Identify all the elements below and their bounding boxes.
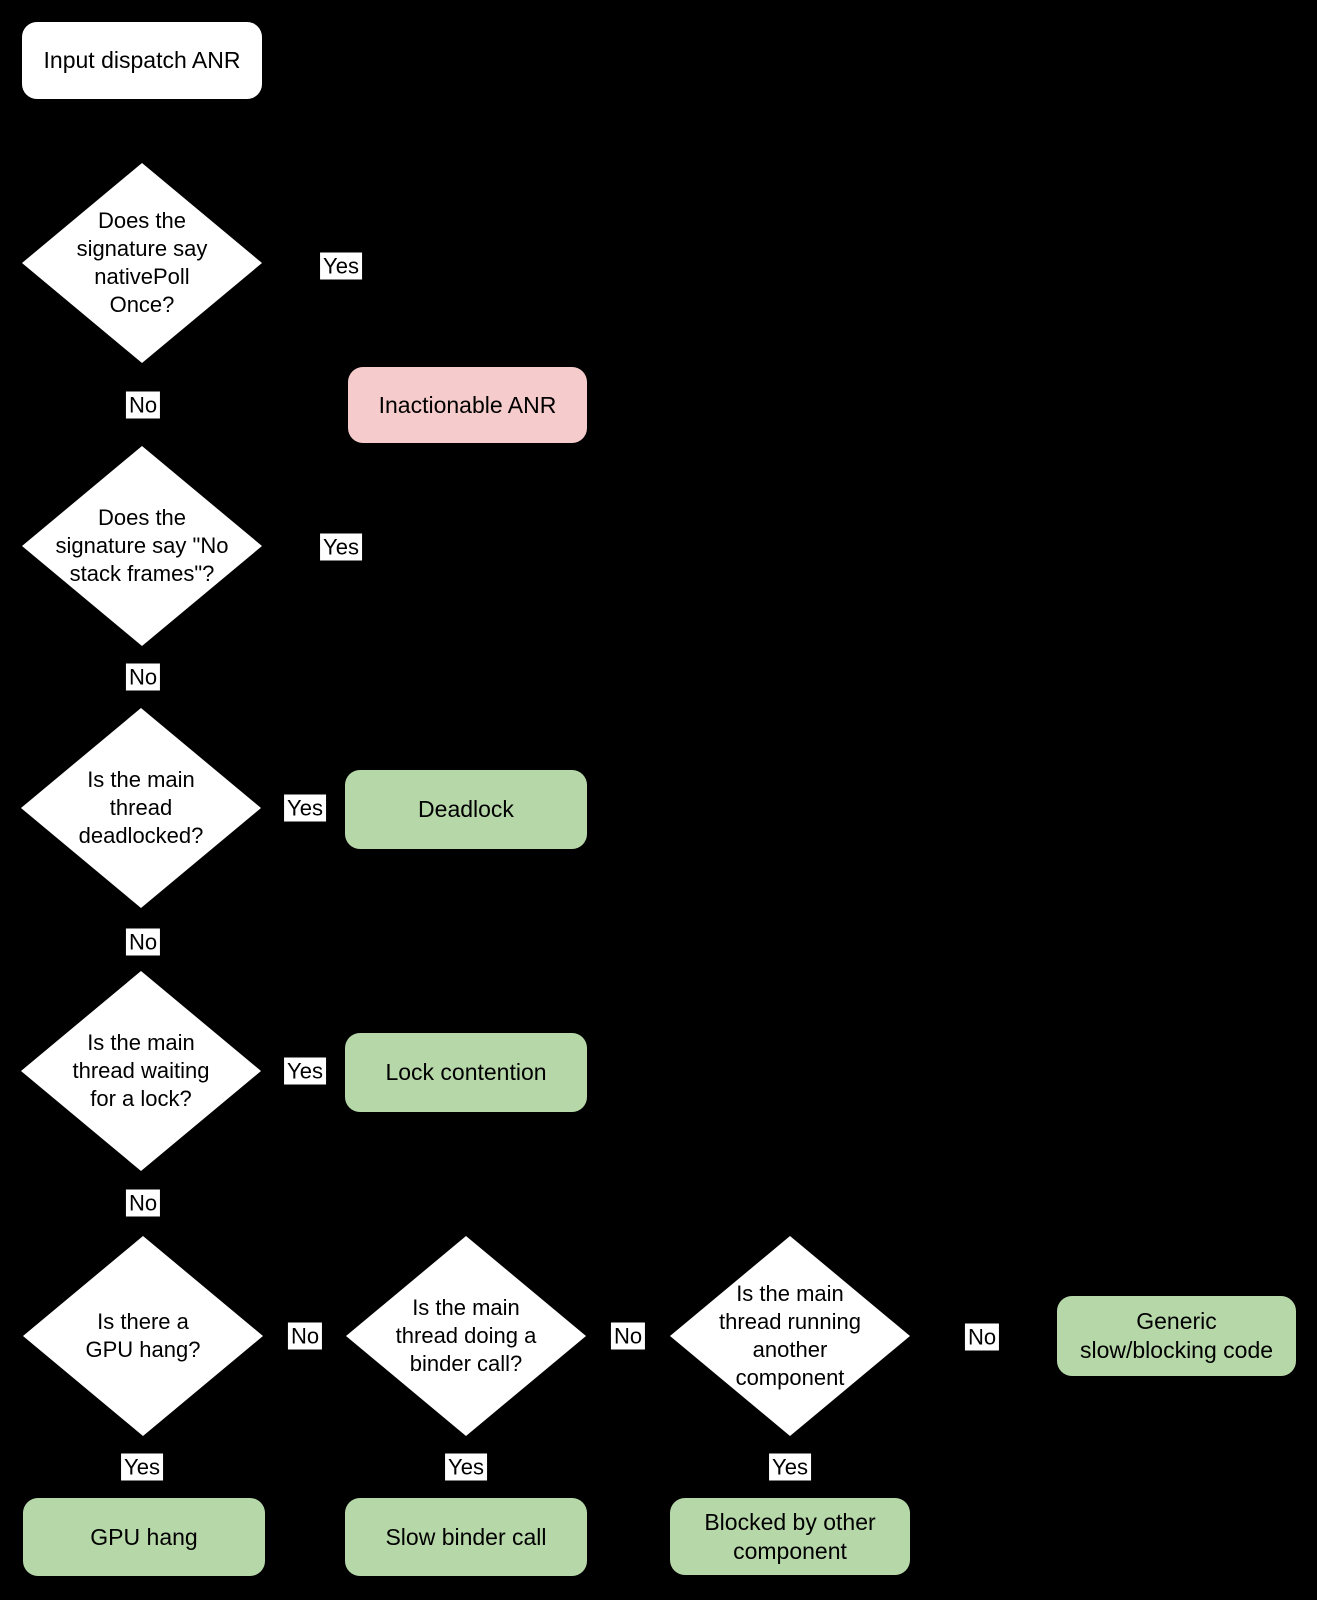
- edge-label-no-gpu-hang: No: [287, 1322, 323, 1350]
- outcome-label: Slow binder call: [385, 1523, 547, 1550]
- decision-gpu-hang: Is there a GPU hang?: [23, 1236, 263, 1436]
- edge-label-no-no-stack-frames: No: [125, 663, 161, 691]
- outcome-slow-binder-call: Slow binder call: [345, 1498, 587, 1576]
- edge-label-no-other-component: No: [964, 1323, 1000, 1351]
- outcome-label: GPU hang: [90, 1523, 198, 1550]
- edge-label-yes-no-stack-frames: Yes: [320, 533, 362, 561]
- decision-label: Is the main thread waiting for a lock?: [72, 1030, 210, 1111]
- edge-label-yes-binder-call: Yes: [445, 1453, 487, 1481]
- decision-label: Is the main thread running another compo…: [719, 1281, 861, 1390]
- decision-main-thread-deadlocked: Is the main thread deadlocked?: [21, 708, 261, 908]
- decision-label: Is the main thread doing a binder call?: [395, 1295, 537, 1376]
- decision-label: Does the signature say nativePoll Once?: [76, 208, 208, 317]
- start-node-label: Input dispatch ANR: [43, 47, 241, 73]
- decision-label: Is there a GPU hang?: [85, 1309, 201, 1362]
- outcome-gpu-hang: GPU hang: [23, 1498, 265, 1576]
- decision-main-thread-waiting-lock: Is the main thread waiting for a lock?: [21, 971, 261, 1171]
- edge-label-no-nativepollonce: No: [125, 391, 161, 419]
- outcome-generic-slow-blocking-code: Generic slow/blocking code: [1057, 1296, 1296, 1376]
- outcome-label: Blocked by other component: [704, 1508, 876, 1564]
- decision-label: Does the signature say "No stack frames"…: [55, 505, 229, 586]
- outcome-label: Deadlock: [418, 796, 514, 822]
- decision-signature-nativepollonce: Does the signature say nativePoll Once?: [22, 163, 262, 363]
- edge-label-no-binder-call: No: [610, 1322, 646, 1350]
- decision-signature-no-stack-frames: Does the signature say "No stack frames"…: [22, 446, 262, 646]
- edge-label-yes-gpu-hang: Yes: [121, 1453, 163, 1481]
- decision-running-another-component: Is the main thread running another compo…: [670, 1236, 910, 1436]
- start-node-input-dispatch-anr: Input dispatch ANR: [22, 22, 262, 99]
- outcome-label: Generic slow/blocking code: [1079, 1308, 1274, 1363]
- decision-label: Is the main thread deadlocked?: [78, 767, 204, 848]
- edge-label-yes-nativepollonce: Yes: [320, 252, 362, 280]
- edge-label-no-deadlocked: No: [125, 928, 161, 956]
- edge-label-no-waiting-lock: No: [125, 1189, 161, 1217]
- edge-label-yes-waiting-lock: Yes: [284, 1057, 326, 1085]
- outcome-blocked-by-other-component: Blocked by other component: [670, 1498, 910, 1575]
- decision-binder-call: Is the main thread doing a binder call?: [346, 1236, 586, 1436]
- outcome-label: Lock contention: [385, 1059, 547, 1085]
- edge-label-yes-other-component: Yes: [769, 1453, 811, 1481]
- outcome-inactionable-anr: Inactionable ANR: [348, 367, 587, 443]
- outcome-lock-contention: Lock contention: [345, 1033, 587, 1112]
- outcome-deadlock: Deadlock: [345, 770, 587, 849]
- edge-label-yes-deadlocked: Yes: [284, 794, 326, 822]
- outcome-label: Inactionable ANR: [378, 391, 557, 418]
